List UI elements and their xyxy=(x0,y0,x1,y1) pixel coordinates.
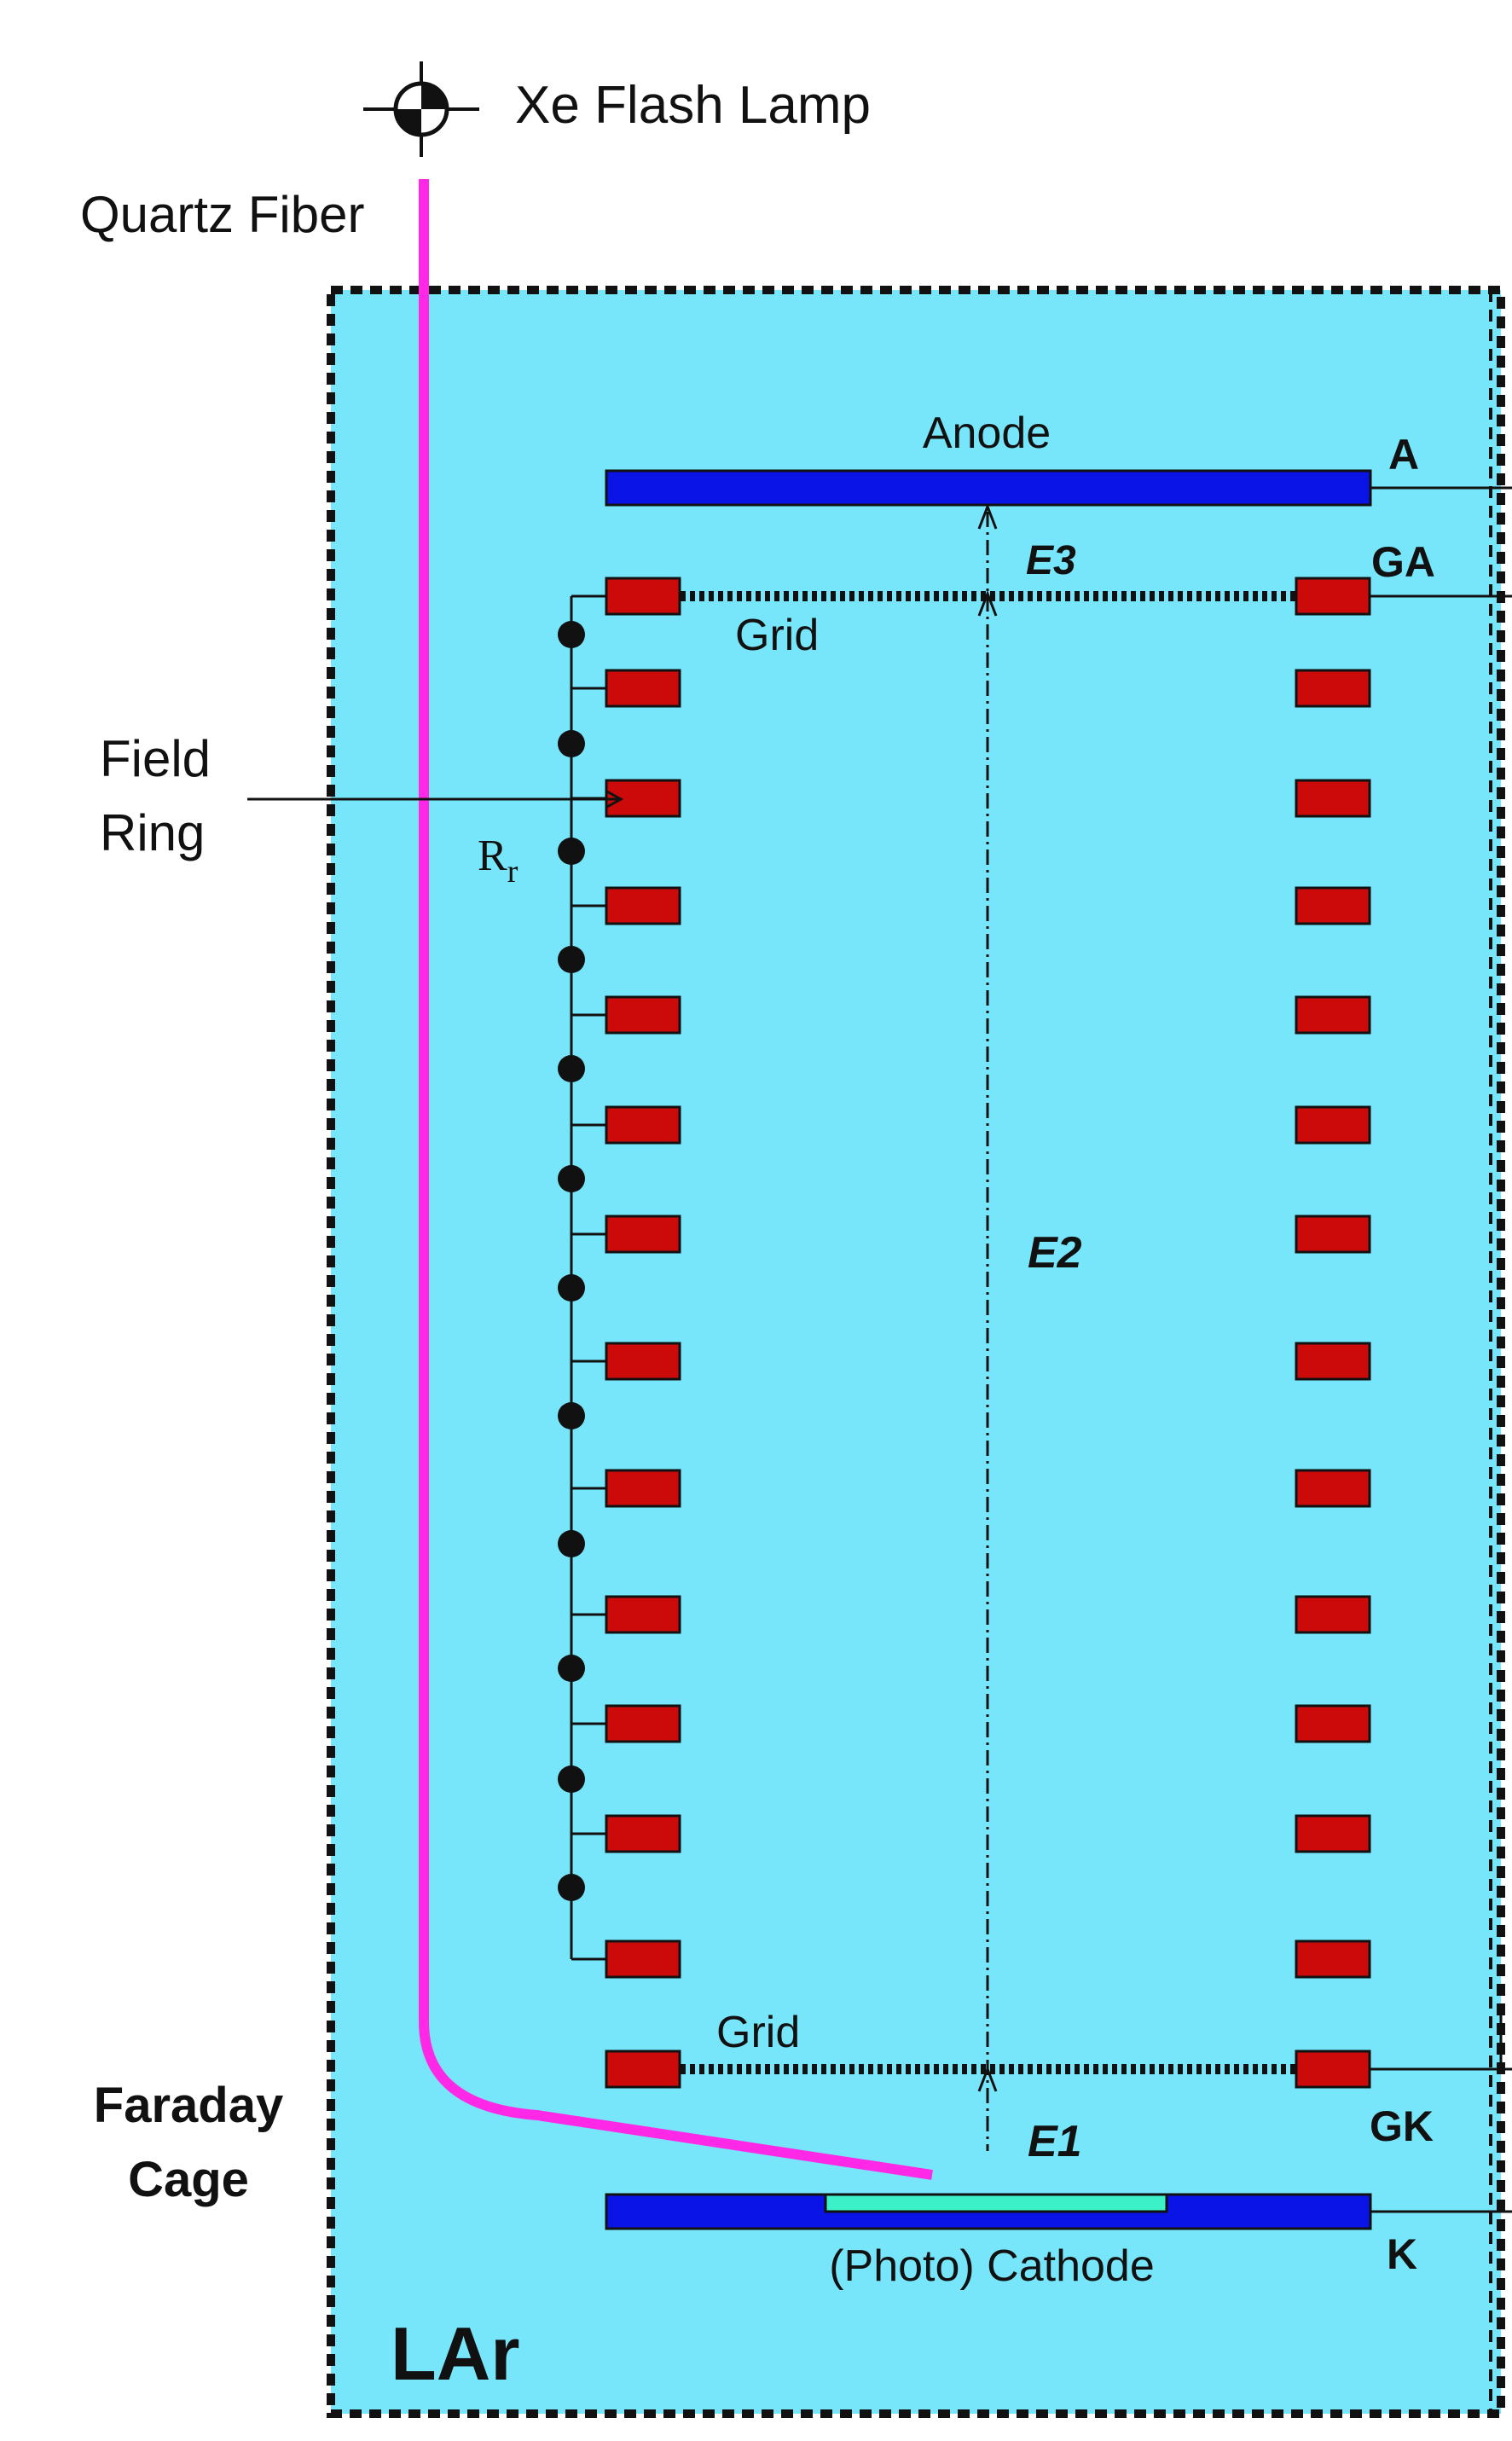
anode-electrode xyxy=(605,469,1372,507)
e3-arrow-head xyxy=(977,502,998,530)
field-ring-left-2 xyxy=(605,669,681,708)
field-ring-stack xyxy=(571,577,1371,2089)
field-ring-left-11 xyxy=(605,1704,681,1743)
field-ring-right-7 xyxy=(1295,1215,1371,1254)
field-ring-left-1 xyxy=(605,577,681,616)
field-ring-left-14 xyxy=(605,2050,681,2089)
grid-bottom-terminal-label: GK xyxy=(1370,2102,1434,2150)
field-ring-right-2 xyxy=(1295,669,1371,708)
grid-top-terminal-label: GA xyxy=(1371,538,1435,586)
medium-label: LAr xyxy=(391,2311,520,2396)
faraday-cage-label-line1: Faraday xyxy=(94,2078,283,2133)
field-ring-left-12 xyxy=(605,1814,681,1853)
field-ring-left-7 xyxy=(605,1215,681,1254)
grid-bottom-label: Grid xyxy=(716,2008,800,2057)
resistor-5 xyxy=(558,1055,585,1082)
field-ring-right-5 xyxy=(1295,995,1371,1035)
field-ring-right-13 xyxy=(1295,1939,1371,1979)
field-ring-left-13 xyxy=(605,1939,681,1979)
field-ring-right-11 xyxy=(1295,1704,1371,1743)
resistor-chain xyxy=(558,621,585,1901)
field-ring-left-10 xyxy=(605,1595,681,1634)
resistor-2 xyxy=(558,730,585,757)
e1-arrow-head xyxy=(977,2065,998,2092)
resistor-10 xyxy=(558,1655,585,1682)
e1-label: E1 xyxy=(1028,2117,1082,2166)
field-ring-right-9 xyxy=(1295,1469,1371,1508)
photocathode xyxy=(824,2193,1168,2213)
field-ring-right-4 xyxy=(1295,886,1371,925)
resistor-11 xyxy=(558,1766,585,1793)
resistor-9 xyxy=(558,1530,585,1557)
field-ring-left-4 xyxy=(605,886,681,925)
lamp-label: Xe Flash Lamp xyxy=(515,76,871,135)
resistor-6 xyxy=(558,1165,585,1192)
field-ring-right-1 xyxy=(1295,577,1371,616)
faraday-cage-label-line2: Cage xyxy=(128,2152,249,2207)
fiber-label: Quartz Fiber xyxy=(80,186,364,243)
field-ring-left-5 xyxy=(605,995,681,1035)
field-ring-left-9 xyxy=(605,1469,681,1508)
cathode-terminal-label: K xyxy=(1387,2230,1417,2278)
anode-terminal-label: A xyxy=(1388,431,1419,478)
quartz-fiber xyxy=(419,179,933,2180)
crosshair-target-icon xyxy=(363,61,479,157)
anode-label: Anode xyxy=(923,409,1051,458)
e2-arrow-head xyxy=(977,589,998,617)
resistor-3 xyxy=(558,838,585,865)
resistor-8 xyxy=(558,1402,585,1429)
resistor-7 xyxy=(558,1274,585,1302)
resistor-1 xyxy=(558,621,585,648)
field-ring-right-10 xyxy=(1295,1595,1371,1634)
field-ring-left-8 xyxy=(605,1342,681,1381)
resistor-12 xyxy=(558,1874,585,1901)
field-ring-right-14 xyxy=(1295,2050,1371,2089)
field-ring-pointer-head xyxy=(605,789,624,809)
field-ring-right-8 xyxy=(1295,1342,1371,1381)
e3-label: E3 xyxy=(1026,538,1076,583)
field-ring-right-12 xyxy=(1295,1814,1371,1853)
resistor-label: Rr xyxy=(478,832,518,890)
cathode-label: (Photo) Cathode xyxy=(829,2241,1155,2291)
e2-label: E2 xyxy=(1028,1228,1082,1278)
field-ring-left-6 xyxy=(605,1105,681,1145)
field-ring-right-3 xyxy=(1295,779,1371,818)
grid-top-label: Grid xyxy=(735,611,819,660)
field-ring-label-line2: Ring xyxy=(100,804,205,861)
field-ring-label-line1: Field xyxy=(100,730,211,787)
resistor-4 xyxy=(558,946,585,973)
field-ring-right-6 xyxy=(1295,1105,1371,1145)
